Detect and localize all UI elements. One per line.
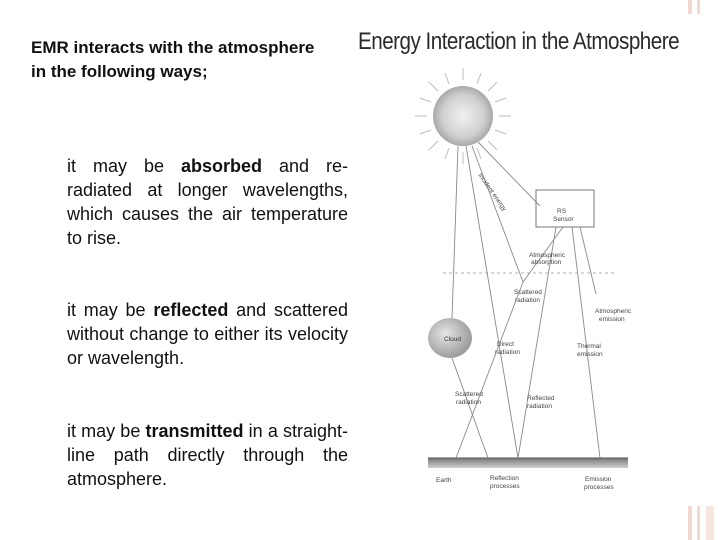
label-emission-1: Emission — [585, 476, 612, 483]
label-reflection-2: processes — [490, 483, 520, 490]
label-thermal-1: Thermal — [577, 343, 601, 350]
label-absorption-1: Atmospheric — [529, 252, 566, 259]
keyword-transmitted: transmitted — [145, 421, 244, 441]
label-scattered-top-1: Scattered — [514, 289, 542, 296]
keyword-absorbed: absorbed — [180, 156, 262, 176]
figure-title: Energy Interaction in the Atmosphere — [358, 28, 680, 55]
label-scattered-bottom-1: Scattered — [455, 391, 483, 398]
ray-lines — [451, 141, 601, 459]
label-direct-1: Direct — [497, 341, 514, 348]
sun-icon — [415, 68, 511, 164]
bottom-right-decoration — [688, 506, 692, 540]
bottom-right-decoration-3 — [706, 506, 714, 540]
bullet-transmitted: it may be transmitted in a straight-line… — [67, 421, 348, 489]
label-scattered-top-2: radiation — [515, 297, 540, 304]
label-scattered-bottom-2: radiation — [456, 399, 481, 406]
label-atm-emission-2: emission — [599, 316, 625, 323]
label-reflected-2: radiation — [527, 403, 552, 410]
label-reflection-1: Reflection — [490, 475, 519, 482]
label-incident-energy: Incident energy — [476, 172, 508, 213]
label-direct-2: radiation — [495, 349, 520, 356]
earth-surface — [428, 458, 628, 468]
label-earth: Earth — [436, 477, 452, 484]
label-sensor-2: Sensor — [553, 216, 574, 223]
label-absorption-2: absorption — [531, 259, 562, 266]
label-thermal-2: emission — [577, 351, 603, 358]
label-sensor-1: RS — [557, 208, 567, 215]
cloud-icon — [428, 318, 472, 358]
top-right-decoration-2 — [697, 0, 700, 14]
bullet-reflected: it may be reflected and scattered withou… — [67, 300, 349, 368]
rs-sensor-box — [535, 189, 595, 228]
label-atm-emission-1: Atmospheric — [595, 308, 632, 315]
keyword-reflected: reflected — [153, 300, 229, 320]
bullet-absorbed: it may be absorbed and re-radiated at lo… — [67, 156, 348, 248]
label-cloud: Cloud — [444, 336, 461, 343]
label-emission-2: processes — [584, 484, 614, 491]
slide-heading: EMR interacts with the atmosphere in the… — [31, 38, 315, 81]
bottom-right-decoration-2 — [697, 506, 700, 540]
label-reflected-1: Reflected — [527, 395, 555, 402]
top-right-decoration — [688, 0, 692, 14]
